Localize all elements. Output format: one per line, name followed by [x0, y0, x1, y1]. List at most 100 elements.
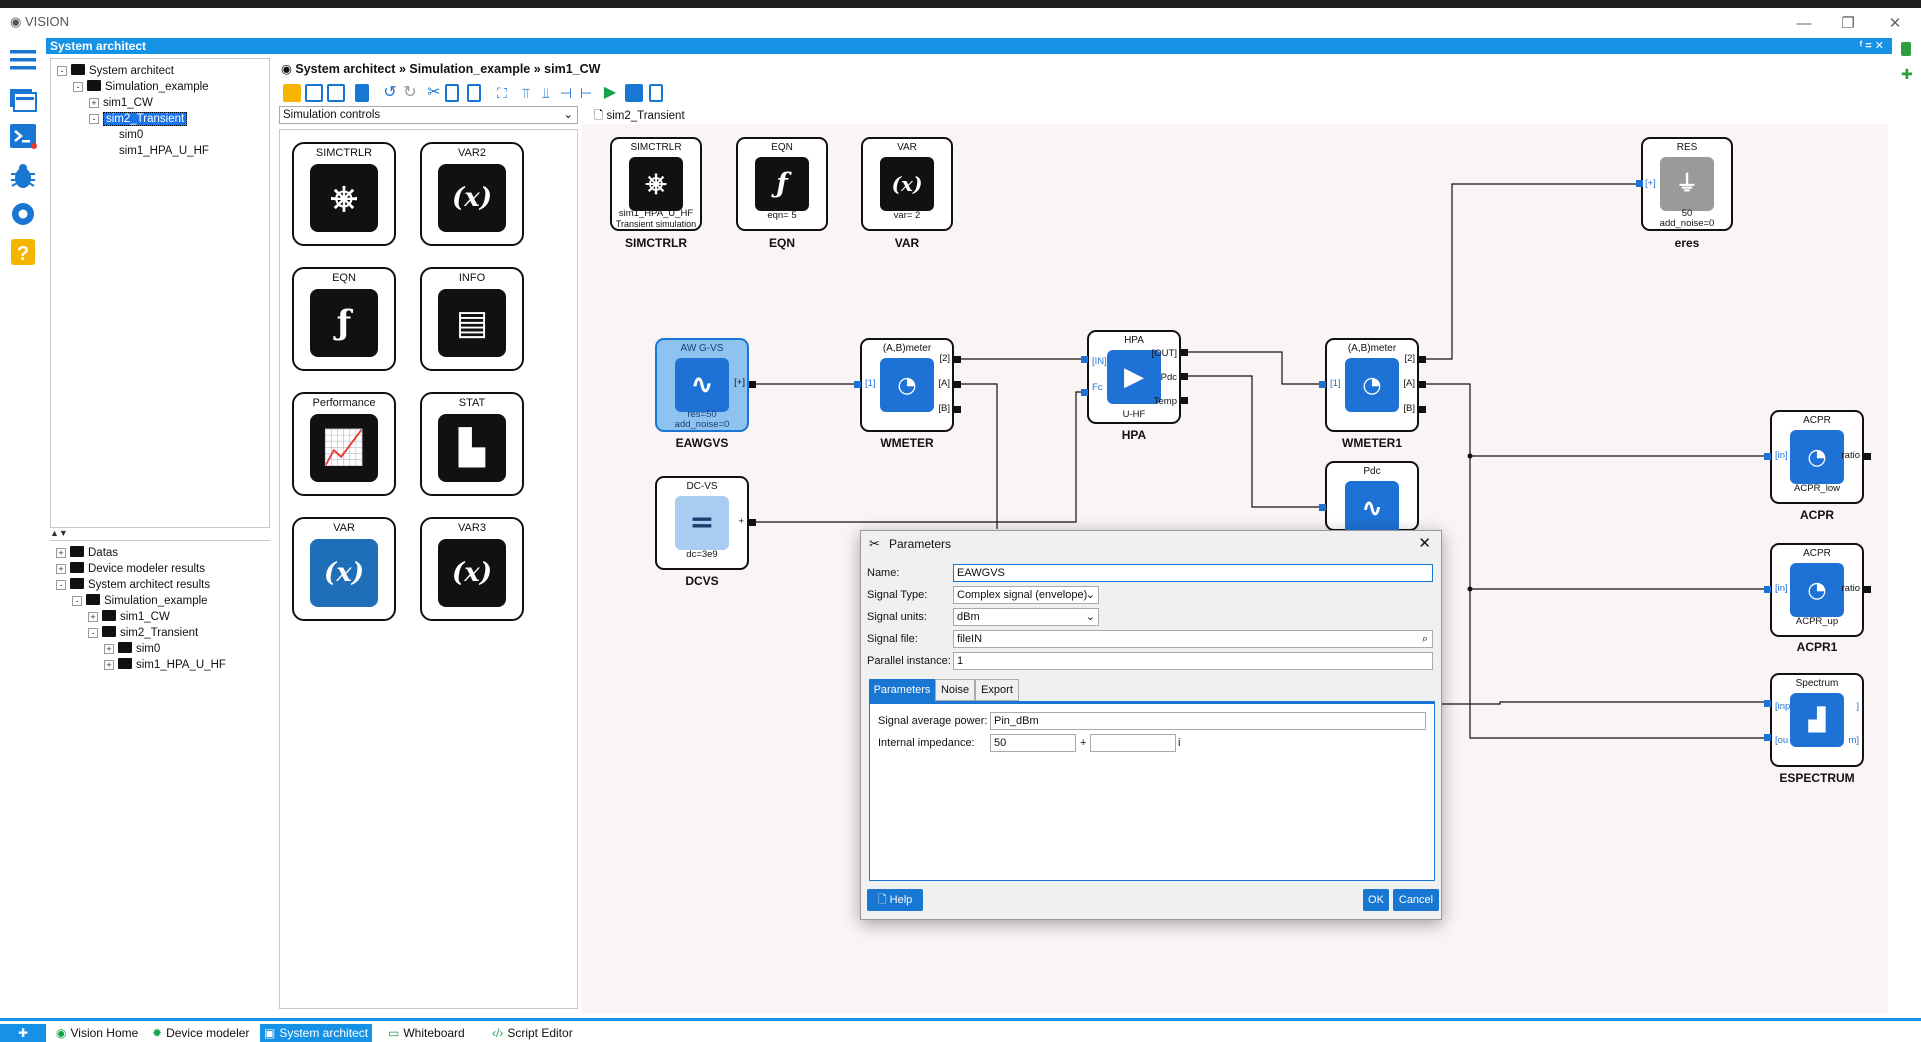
canvas-tab[interactable]: 🗋 sim2_Transient	[594, 110, 685, 122]
export-icon[interactable]	[327, 84, 345, 102]
block-var[interactable]: VAR (x) var= 2	[861, 137, 953, 231]
port-hpa-fc[interactable]	[1081, 389, 1088, 396]
align-top-icon[interactable]: ⫪	[522, 85, 530, 101]
port-eawgvs-out[interactable]	[749, 381, 756, 388]
block-eqn[interactable]: EQN ƒ eqn= 5	[736, 137, 828, 231]
palette-category-select[interactable]: Simulation controls ⌄	[279, 106, 578, 124]
palette-item-var[interactable]: VAR(x)	[292, 517, 396, 621]
taskbar-tab-whiteboard[interactable]: ▭Whiteboard	[388, 1026, 465, 1040]
settings-gear-icon[interactable]	[7, 198, 39, 230]
run-icon[interactable]: ▶	[603, 84, 617, 101]
tree-item[interactable]: -sim2_Transient	[89, 111, 188, 127]
tree-item[interactable]: -Simulation_example	[72, 593, 208, 609]
console-icon[interactable]	[625, 84, 643, 102]
dialog-close-button[interactable]: ✕	[1418, 535, 1431, 552]
palette-item-stat[interactable]: STAT▙	[420, 392, 524, 496]
signal-type-select[interactable]: Complex signal (envelope)⌄	[953, 586, 1099, 604]
port-hpa-out[interactable]	[1181, 349, 1188, 356]
port-dcvs-out[interactable]	[749, 519, 756, 526]
port-hpa-pdc[interactable]	[1181, 373, 1188, 380]
port-acpr1-ratio[interactable]	[1864, 586, 1871, 593]
taskbar-tab-device-modeler[interactable]: ✹Device modeler	[152, 1026, 250, 1040]
align-left-icon[interactable]: ⊣	[559, 85, 573, 101]
tree-item[interactable]: +sim0	[104, 641, 160, 657]
report-icon[interactable]	[649, 84, 663, 102]
palette-item-performance[interactable]: Performance📈	[292, 392, 396, 496]
expand-icon[interactable]: +	[88, 612, 98, 622]
expand-icon[interactable]: +	[104, 660, 114, 670]
name-input[interactable]: EAWGVS	[953, 564, 1433, 582]
help-button[interactable]: 🗋 Help	[867, 889, 923, 911]
palette-item-var2[interactable]: VAR2(x)	[420, 142, 524, 246]
paste-icon[interactable]	[467, 84, 481, 102]
tab-noise[interactable]: Noise	[935, 679, 975, 701]
port-wmeter1-1[interactable]	[1319, 381, 1326, 388]
collapse-icon[interactable]: -	[88, 628, 98, 638]
tree-item[interactable]: -System architect results	[56, 577, 210, 593]
cut-icon[interactable]: ✂	[427, 84, 441, 101]
port-acpr-ratio[interactable]	[1864, 453, 1871, 460]
signal-units-select[interactable]: dBm⌄	[953, 608, 1099, 626]
port-res-plus[interactable]	[1636, 180, 1643, 187]
block-espectrum[interactable]: Spectrum ▟ [inp] [ou ] m]	[1770, 673, 1864, 767]
save-icon[interactable]	[283, 84, 301, 102]
tree-item[interactable]: sim0	[119, 129, 144, 141]
port-wmeter-a[interactable]	[954, 381, 961, 388]
palette-item-var3[interactable]: VAR3(x)	[420, 517, 524, 621]
tree-item[interactable]: +sim1_HPA_U_HF	[104, 657, 226, 673]
copy-icon[interactable]	[445, 84, 459, 102]
breadcrumb-system-architect[interactable]: System architect	[295, 62, 396, 76]
pin-icon[interactable]: ✚	[1901, 66, 1913, 82]
tab-parameters[interactable]: Parameters	[869, 679, 935, 701]
collapse-icon[interactable]: -	[57, 66, 67, 76]
block-acpr1[interactable]: ACPR ◔ ACPR_up [in] ratio	[1770, 543, 1864, 637]
help-icon[interactable]: ?	[7, 236, 39, 268]
tab-export[interactable]: Export	[975, 679, 1019, 701]
expand-icon[interactable]: +	[56, 548, 66, 558]
pin-icon[interactable]: ✚	[0, 1024, 46, 1042]
tree-item[interactable]: -Simulation_example	[73, 79, 209, 95]
redo-icon[interactable]: ↻	[403, 84, 417, 101]
tree-item[interactable]: +sim1_CW	[88, 609, 170, 625]
ok-button[interactable]: OK	[1363, 889, 1389, 911]
maximize-button[interactable]: ❐	[1841, 15, 1855, 32]
taskbar-tab-vision-home[interactable]: ◉Vision Home	[56, 1026, 139, 1040]
impedance-real-input[interactable]: 50	[990, 734, 1076, 752]
port-pdc-in[interactable]	[1319, 504, 1326, 511]
collapse-icon[interactable]: -	[56, 580, 66, 590]
port-hpa-temp[interactable]	[1181, 397, 1188, 404]
block-wmeter[interactable]: (A,B)meter ◔ [1] [2] [A] [B]	[860, 338, 954, 432]
parallel-instance-input[interactable]: 1	[953, 652, 1433, 670]
port-wmeter1-2[interactable]	[1419, 356, 1426, 363]
port-hpa-in[interactable]	[1081, 356, 1088, 363]
port-espectrum-in[interactable]	[1764, 700, 1771, 707]
folders-icon[interactable]	[7, 82, 39, 114]
palette-item-simctrlr[interactable]: SIMCTRLR⎈	[292, 142, 396, 246]
collapse-icon[interactable]: -	[72, 596, 82, 606]
terminal-icon[interactable]	[7, 120, 39, 152]
import-icon[interactable]	[305, 84, 323, 102]
debug-bug-icon[interactable]	[7, 160, 39, 192]
tree-item[interactable]: sim1_HPA_U_HF	[119, 145, 209, 157]
collapse-icon[interactable]: -	[89, 114, 99, 124]
block-simctrlr[interactable]: SIMCTRLR ⎈ sim1_HPA_U_HF Transient simul…	[610, 137, 702, 231]
minimize-button[interactable]: —	[1796, 15, 1812, 32]
collapse-icon[interactable]: -	[73, 82, 83, 92]
breadcrumb-simulation-example[interactable]: Simulation_example	[409, 62, 531, 76]
align-bottom-icon[interactable]: ⫫	[542, 85, 550, 101]
menu-icon[interactable]	[7, 44, 39, 76]
port-espectrum-out[interactable]	[1764, 734, 1771, 741]
impedance-imag-input[interactable]	[1090, 734, 1176, 752]
port-wmeter-2[interactable]	[954, 356, 961, 363]
block-hpa[interactable]: HPA ▶ U-HF [IN] Fc [OUT] Pdc Temp	[1087, 330, 1181, 424]
delete-icon[interactable]	[355, 84, 369, 102]
home-icon[interactable]: ◉	[281, 62, 296, 76]
port-wmeter-1[interactable]	[854, 381, 861, 388]
block-wmeter1[interactable]: (A,B)meter ◔ [1] [2] [A] [B]	[1325, 338, 1419, 432]
port-acpr-in[interactable]	[1764, 453, 1771, 460]
tree-item[interactable]: -System architect	[57, 63, 174, 79]
tree-item[interactable]: +Datas	[56, 545, 118, 561]
block-pdc[interactable]: Pdc ∿	[1325, 461, 1419, 535]
breadcrumb-sim1-cw[interactable]: sim1_CW	[544, 62, 601, 76]
tree-item[interactable]: -sim2_Transient	[88, 625, 198, 641]
